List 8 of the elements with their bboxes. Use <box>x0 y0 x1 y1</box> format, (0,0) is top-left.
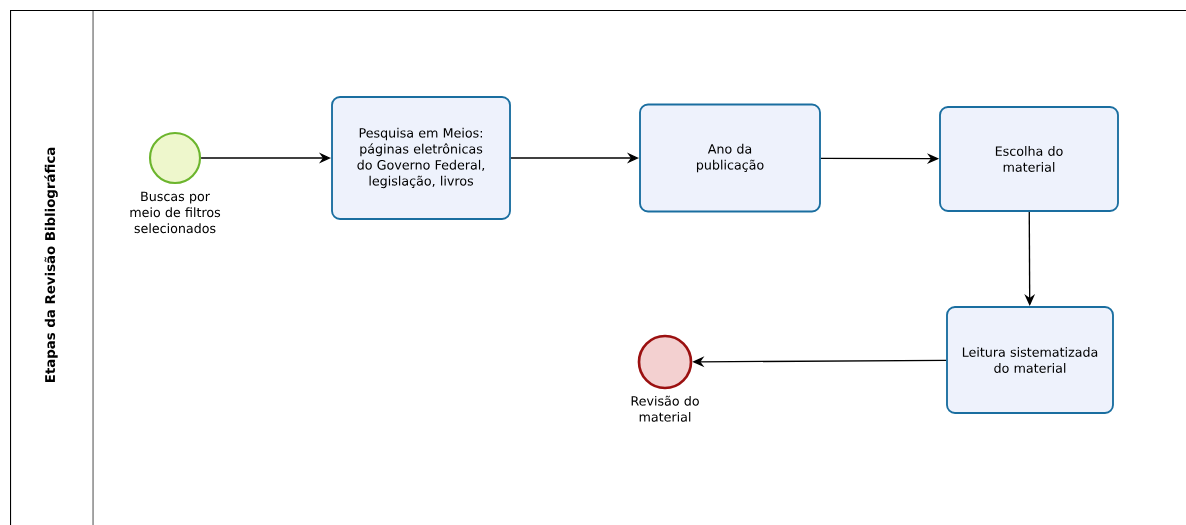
task-box: Leitura sistematizada do material <box>946 306 1114 414</box>
event-label: Buscas por meio de filtros selecionados <box>130 191 221 234</box>
event-circle <box>148 131 202 185</box>
event-circle <box>637 334 693 390</box>
task-box: Pesquisa em Meios: páginas eletrônicas do Governo Federal, legislação, livros <box>331 96 511 220</box>
event-label: Revisão do material <box>631 395 699 422</box>
task-box: Ano da publicação <box>639 103 821 213</box>
task-box: Escolha do material <box>939 106 1119 212</box>
